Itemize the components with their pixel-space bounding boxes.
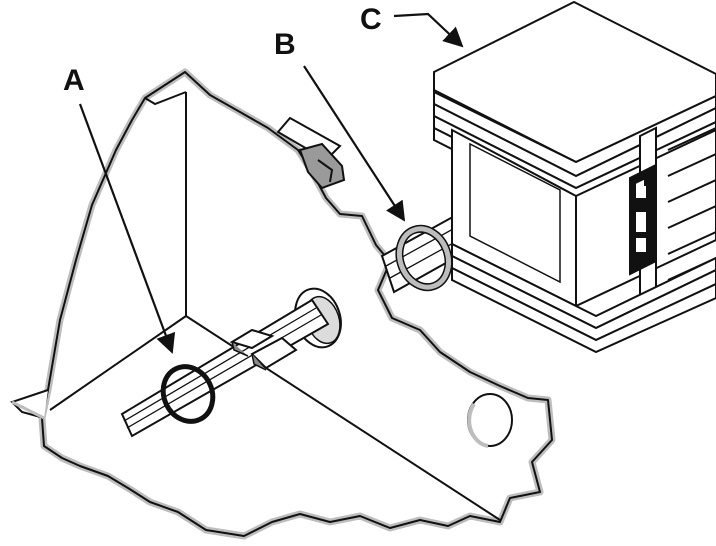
inner-cable	[120, 298, 330, 438]
panel-flange-edge	[11, 400, 45, 420]
heatsink-bottom-fins	[451, 242, 716, 354]
o-ring-a	[160, 364, 216, 424]
o-ring-b	[395, 225, 453, 291]
panel-flange	[10, 389, 49, 419]
leader-arrow-a	[78, 103, 176, 354]
leader-arrow-b	[303, 65, 406, 222]
terminal-slot-1	[636, 186, 646, 198]
heatsink-enclosure	[433, 0, 716, 354]
cable-clamp-block-front	[250, 336, 298, 370]
top-bracket	[276, 116, 346, 190]
terminal-slot-2	[636, 212, 646, 232]
panel-top-lip	[144, 91, 187, 106]
callout-label-a: A	[63, 64, 85, 97]
leader-arrow-c	[393, 12, 464, 48]
wall-panel	[10, 68, 556, 540]
callout-label-b: B	[274, 28, 296, 61]
wall-panel-outline	[41, 71, 553, 537]
cable-clamp-block-rear	[229, 328, 275, 350]
callout-label-c: C	[360, 3, 382, 36]
terminal-slot-3	[636, 238, 646, 252]
